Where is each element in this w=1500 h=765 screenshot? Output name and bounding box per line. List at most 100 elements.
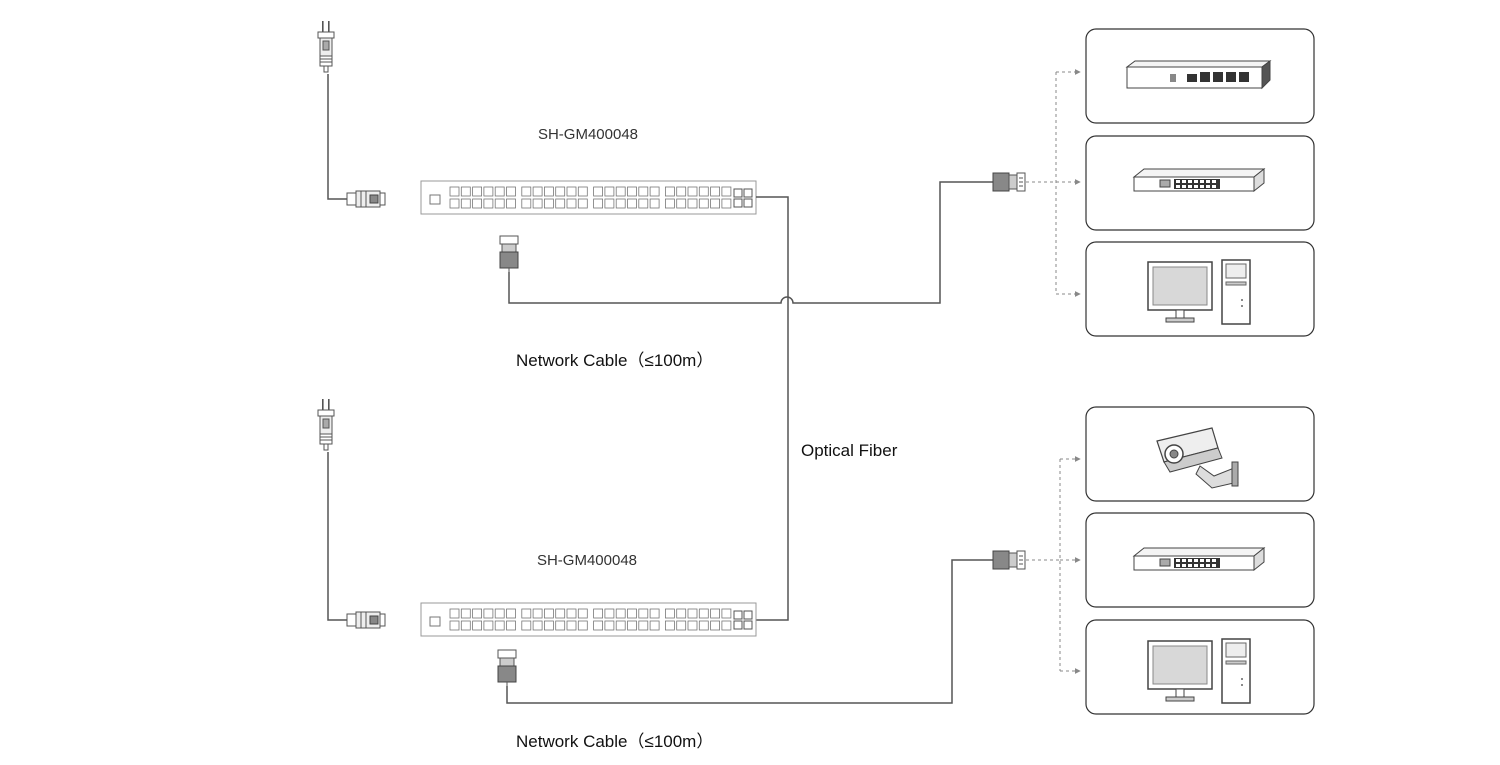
ethernet-port [521, 620, 532, 631]
power-cord-bottom [327, 452, 347, 621]
device-box-computer-top [1085, 241, 1315, 337]
ethernet-port [483, 608, 494, 619]
sfp-port [743, 620, 753, 630]
ethernet-port [676, 620, 687, 631]
switch-ports-bottom [429, 608, 753, 631]
ethernet-port [532, 620, 543, 631]
ethernet-port [472, 186, 483, 197]
ethernet-port [615, 620, 626, 631]
ethernet-port [566, 608, 577, 619]
ethernet-port [593, 620, 603, 631]
ethernet-port [638, 186, 649, 197]
ethernet-port [638, 608, 649, 619]
ethernet-port [649, 186, 660, 197]
switch-icon [1133, 547, 1265, 571]
ethernet-port [555, 608, 566, 619]
console-port [429, 194, 441, 205]
ethernet-port [604, 620, 615, 631]
rj45-plug-bottom-right [992, 550, 1026, 570]
network-cable-bottom [506, 559, 993, 704]
ethernet-port [483, 186, 494, 197]
security-camera-icon [1156, 427, 1239, 489]
ethernet-port [604, 608, 615, 619]
ethernet-port [698, 198, 709, 209]
ethernet-port [577, 620, 588, 631]
ethernet-port [604, 198, 615, 209]
ethernet-port [506, 186, 516, 197]
ethernet-port [710, 198, 720, 209]
ethernet-port [544, 620, 554, 631]
ethernet-port [604, 186, 615, 197]
ethernet-port [532, 608, 543, 619]
ethernet-port [627, 620, 637, 631]
ethernet-port [665, 620, 675, 631]
power-connector-bottom [346, 611, 386, 629]
optical-fiber-line [756, 196, 789, 621]
ethernet-port [544, 608, 554, 619]
managed-switch-bottom [420, 602, 757, 637]
rj45-connector-bottom [497, 649, 517, 687]
network-cable-label-top: Network Cable（≤100m） [516, 351, 713, 370]
ethernet-port [638, 198, 649, 209]
dotted-links-bottom [1026, 456, 1081, 674]
ethernet-port [676, 608, 687, 619]
ethernet-port [449, 198, 460, 209]
network-cable-label-bottom: Network Cable（≤100m） [516, 732, 713, 751]
ethernet-port [555, 198, 566, 209]
ethernet-port [506, 198, 516, 209]
ethernet-port [449, 186, 460, 197]
ethernet-port [494, 608, 505, 619]
ethernet-port [521, 186, 532, 197]
ethernet-port [698, 620, 709, 631]
ethernet-port [566, 620, 577, 631]
ethernet-port [665, 198, 675, 209]
ethernet-port [615, 186, 626, 197]
sfp-port [733, 610, 743, 620]
ethernet-port [532, 198, 543, 209]
ethernet-port [710, 620, 720, 631]
device-box-switch-bottom [1085, 512, 1315, 608]
sfp-port [743, 188, 753, 198]
power-cord-top [327, 74, 347, 200]
ethernet-port [472, 620, 483, 631]
sfp-port [733, 188, 743, 198]
rj45-connector-top [499, 235, 519, 273]
ethernet-port [449, 608, 460, 619]
ethernet-port [544, 198, 554, 209]
ethernet-port [577, 186, 588, 197]
sfp-port [733, 198, 743, 208]
sfp-port [743, 198, 753, 208]
ethernet-port [566, 186, 577, 197]
ethernet-port [649, 620, 660, 631]
ethernet-port [555, 620, 566, 631]
console-port [429, 616, 441, 627]
ethernet-port [472, 608, 483, 619]
ethernet-port [721, 198, 732, 209]
ethernet-port [494, 620, 505, 631]
ethernet-port [721, 620, 732, 631]
ethernet-port [687, 608, 698, 619]
ethernet-port [676, 198, 687, 209]
ethernet-port [460, 198, 471, 209]
device-box-router [1085, 28, 1315, 124]
switch-model-label-top: SH-GM400048 [538, 126, 638, 143]
sfp-port [733, 620, 743, 630]
ethernet-port [627, 608, 637, 619]
ethernet-port [665, 608, 675, 619]
ethernet-port [627, 186, 637, 197]
ethernet-port [521, 198, 532, 209]
power-plug-bottom [317, 398, 335, 451]
ethernet-port [521, 608, 532, 619]
device-box-switch-top [1085, 135, 1315, 231]
device-box-computer-bottom [1085, 619, 1315, 715]
ethernet-port [687, 620, 698, 631]
managed-switch-top [420, 180, 757, 215]
ethernet-port [676, 186, 687, 197]
ethernet-port [593, 186, 603, 197]
ethernet-port [494, 186, 505, 197]
ethernet-port [638, 620, 649, 631]
dotted-links-top [1026, 69, 1081, 297]
ethernet-port [710, 186, 720, 197]
ethernet-port [555, 186, 566, 197]
